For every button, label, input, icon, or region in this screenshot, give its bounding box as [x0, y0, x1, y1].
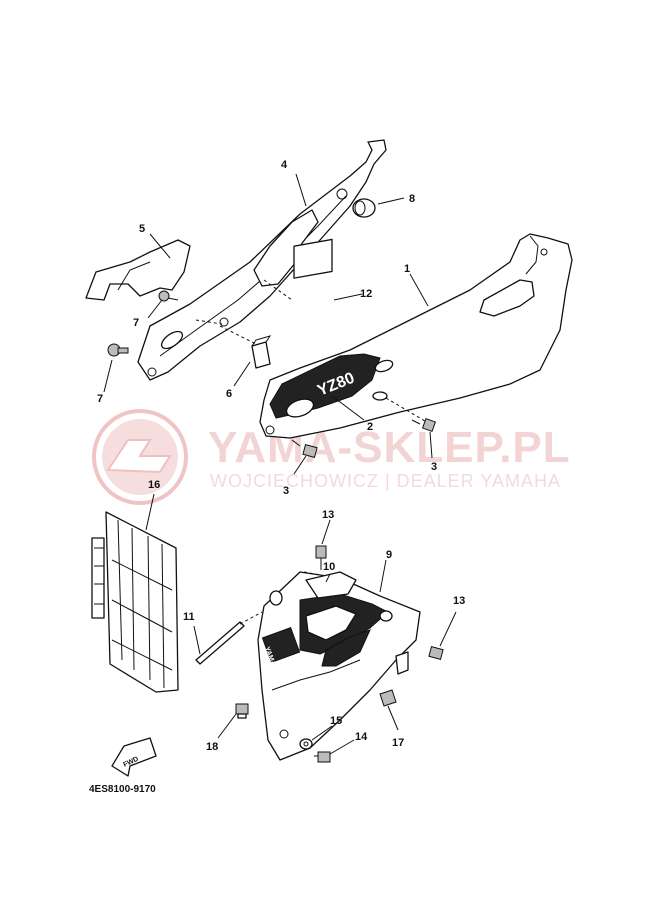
callout-16: 16	[148, 479, 160, 491]
part-2-grommet	[372, 391, 388, 401]
callout-1: 1	[404, 263, 410, 275]
part-13-bolt-top	[315, 545, 327, 570]
callout-14: 14	[355, 731, 368, 743]
part-12-label	[293, 238, 333, 279]
watermark-subtitle: WOJCIECHOWICZ | DEALER YAMAHA	[210, 471, 561, 491]
callout-4: 4	[281, 159, 288, 171]
part-1-side-cover: YZ80	[259, 233, 573, 439]
reference-code: 4ES8100-9170	[89, 784, 156, 795]
part-6-damper	[251, 335, 272, 369]
callout-9: 9	[386, 549, 392, 561]
part-16-radiator-guard	[91, 511, 179, 693]
part-10-decal	[305, 571, 357, 599]
part-14-bolt	[314, 751, 331, 763]
watermark-title: YAMA-SKLEP.PL	[208, 423, 571, 472]
part-9-shroud: YAMAHA	[257, 571, 421, 761]
callout-labels: 1 2 3 3 4 5 6 7 7 8 9 10 11 12 13 13 14 …	[97, 159, 465, 753]
part-15-washer	[299, 738, 313, 750]
part-7-bolt-lower	[107, 343, 129, 357]
part-8-grommet	[352, 198, 376, 218]
part-3-bolt-right	[411, 417, 437, 433]
callout-3-right: 3	[431, 461, 437, 473]
callout-2: 2	[367, 421, 373, 433]
callout-6: 6	[226, 388, 232, 400]
part-11-strip	[195, 621, 245, 665]
part-18-nut	[235, 703, 249, 719]
callout-15: 15	[330, 715, 342, 727]
callout-8: 8	[409, 193, 415, 205]
watermark-logo-icon	[92, 409, 188, 505]
callout-11: 11	[183, 611, 195, 623]
callout-13-right: 13	[453, 595, 465, 607]
callout-10: 10	[323, 561, 335, 573]
part-7-bolt-upper	[158, 290, 179, 302]
callout-7-lower: 7	[97, 393, 103, 405]
leader-lines	[103, 173, 457, 755]
callout-12: 12	[360, 288, 372, 300]
callout-13-top: 13	[322, 509, 334, 521]
callout-18: 18	[206, 741, 218, 753]
callout-3-left: 3	[283, 485, 289, 497]
fwd-arrow-icon: FWD	[111, 737, 157, 777]
part-17-bracket	[379, 651, 409, 707]
callout-17: 17	[392, 737, 404, 749]
part-5-bracket	[85, 239, 191, 301]
part-4-side-cover	[137, 139, 387, 381]
part-13-bolt-right	[428, 646, 444, 660]
callout-7-upper: 7	[133, 317, 139, 329]
part-3-bolt-left	[291, 439, 318, 458]
callout-5: 5	[139, 223, 145, 235]
